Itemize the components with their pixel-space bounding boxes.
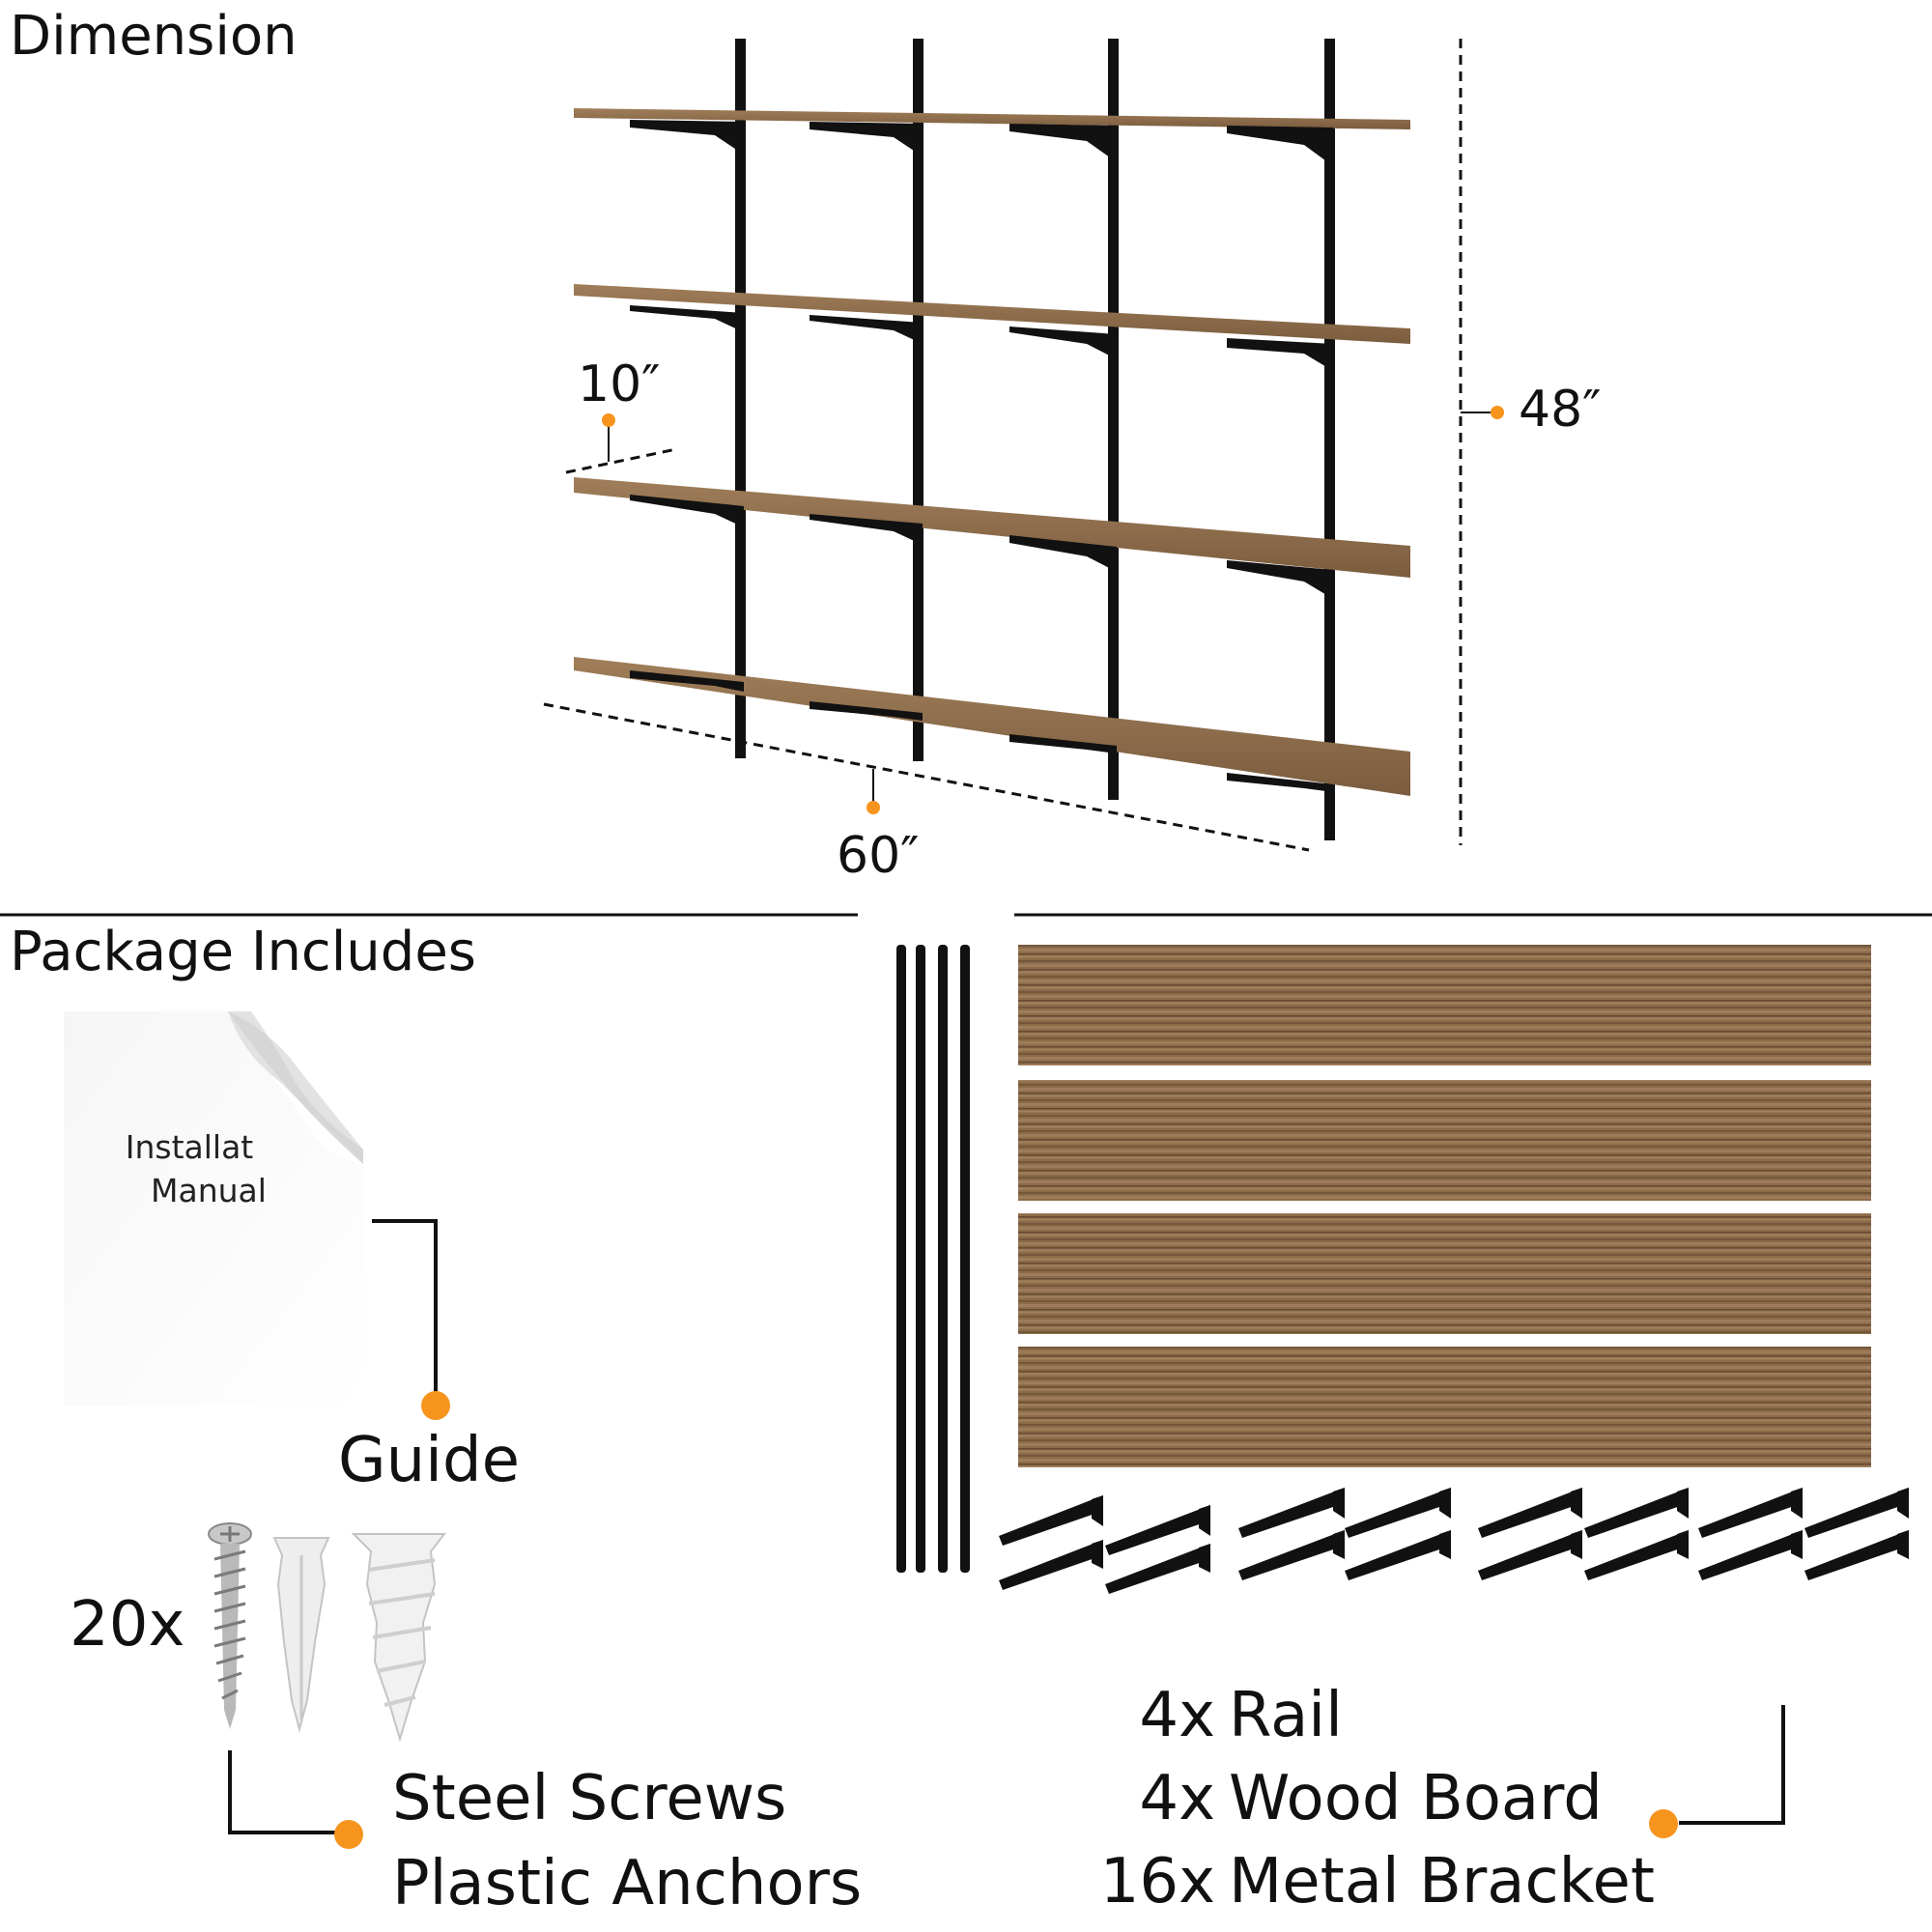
hardware-connector bbox=[228, 1750, 363, 1849]
dimension-section-title: Dimension bbox=[10, 5, 298, 68]
item-name: Rail bbox=[1229, 1680, 1343, 1751]
item-count: 4x bbox=[1139, 1763, 1215, 1834]
marker-dot bbox=[602, 413, 615, 427]
width-label: 60″ bbox=[837, 827, 920, 885]
marker-dot bbox=[334, 1820, 363, 1849]
item-count: 16x bbox=[1099, 1846, 1215, 1918]
shelf-brackets bbox=[630, 120, 1333, 792]
steel-screws-label: Steel Screws bbox=[392, 1763, 787, 1834]
package-section-title: Package Includes bbox=[10, 921, 476, 983]
item-name: Wood Board bbox=[1229, 1763, 1603, 1834]
width-dimension-line bbox=[543, 702, 1310, 852]
manual-cover-text: Installat Manual bbox=[64, 1126, 354, 1212]
wood-board bbox=[1018, 1080, 1871, 1201]
height-dimension-line bbox=[1459, 39, 1504, 845]
wood-board bbox=[1018, 1213, 1871, 1334]
shelf-board bbox=[574, 108, 1410, 129]
wood-boards-illustration bbox=[1018, 945, 1871, 1467]
depth-label: 10″ bbox=[578, 355, 661, 413]
wood-board bbox=[1018, 945, 1871, 1065]
height-label: 48″ bbox=[1519, 381, 1602, 439]
rail bbox=[1324, 39, 1335, 840]
marker-dot bbox=[867, 801, 880, 814]
rail bbox=[1108, 39, 1119, 800]
rail bbox=[913, 39, 923, 761]
shelf-board bbox=[574, 477, 1410, 578]
hardware-count: 20x bbox=[70, 1589, 185, 1661]
manual-title-line2: Manual bbox=[151, 1171, 267, 1209]
guide-label: Guide bbox=[338, 1425, 520, 1496]
installation-manual-illustration bbox=[64, 1011, 363, 1406]
marker-dot bbox=[421, 1391, 450, 1420]
marker-dot bbox=[1649, 1809, 1678, 1838]
manual-title-line1: Installat bbox=[125, 1128, 254, 1166]
shelf-unit-illustration bbox=[574, 39, 1410, 840]
marker-dot bbox=[1491, 406, 1504, 419]
rail bbox=[735, 39, 746, 758]
items-connector bbox=[1649, 1705, 1785, 1838]
guide-connector bbox=[372, 1219, 450, 1420]
item-count: 4x bbox=[1139, 1680, 1215, 1751]
shelf-board bbox=[574, 657, 1410, 796]
shelf-board bbox=[574, 284, 1410, 344]
screw-illustration bbox=[208, 1522, 252, 1729]
depth-dimension-line bbox=[565, 413, 677, 474]
plastic-anchors-label: Plastic Anchors bbox=[392, 1848, 863, 1919]
item-name: Metal Bracket bbox=[1229, 1846, 1655, 1918]
plastic-anchor-illustration bbox=[272, 1537, 330, 1733]
drywall-anchor-illustration bbox=[351, 1533, 447, 1743]
metal-brackets-illustration bbox=[999, 1488, 1909, 1594]
wood-board bbox=[1018, 1347, 1871, 1467]
rails-illustration bbox=[896, 945, 970, 1573]
